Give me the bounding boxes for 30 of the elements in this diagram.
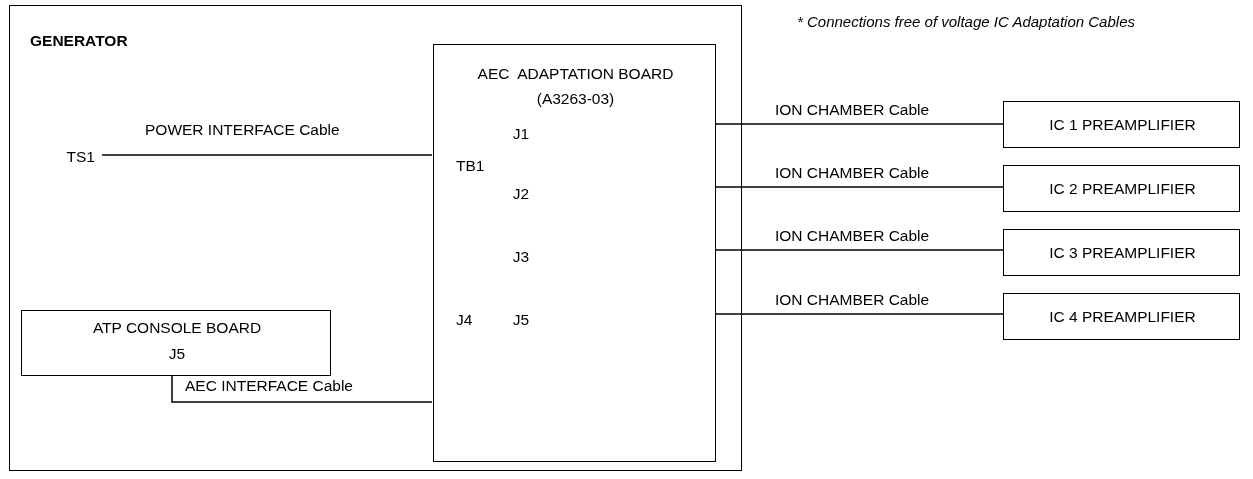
port-label: (A3263-03)	[535, 90, 616, 108]
note-text: * Connections free of voltage IC Adaptation Cables	[797, 12, 1136, 31]
block-box	[1003, 293, 1240, 340]
cable-line	[714, 123, 1004, 125]
port-label: J4	[456, 311, 474, 329]
cable-line	[101, 154, 433, 156]
block-title: IC 1 PREAMPLIFIER	[1048, 116, 1197, 134]
block-box	[21, 310, 331, 376]
port-label: TB1	[456, 157, 486, 175]
port-label: J1	[511, 125, 529, 143]
block-box	[1003, 165, 1240, 212]
block-box	[1003, 101, 1240, 148]
block-title: AEC ADAPTATION BOARD	[476, 65, 675, 83]
cable-line	[714, 249, 1004, 251]
block-title: ATP CONSOLE BOARD	[91, 319, 263, 337]
port-label: J5	[167, 345, 187, 363]
block-box	[9, 5, 742, 471]
block-title: IC 2 PREAMPLIFIER	[1048, 180, 1197, 198]
block-box	[1003, 229, 1240, 276]
cable-line	[714, 186, 1004, 188]
cable-line	[714, 313, 1004, 315]
terminal-label: TS1	[65, 148, 95, 166]
block-title: IC 4 PREAMPLIFIER	[1048, 308, 1197, 326]
cable-line	[171, 374, 433, 403]
port-label: J2	[511, 185, 529, 203]
block-title: GENERATOR	[30, 32, 129, 50]
block-title: IC 3 PREAMPLIFIER	[1048, 244, 1197, 262]
port-label: J3	[511, 248, 529, 266]
port-label: J5	[511, 311, 529, 329]
block-box	[433, 44, 716, 462]
